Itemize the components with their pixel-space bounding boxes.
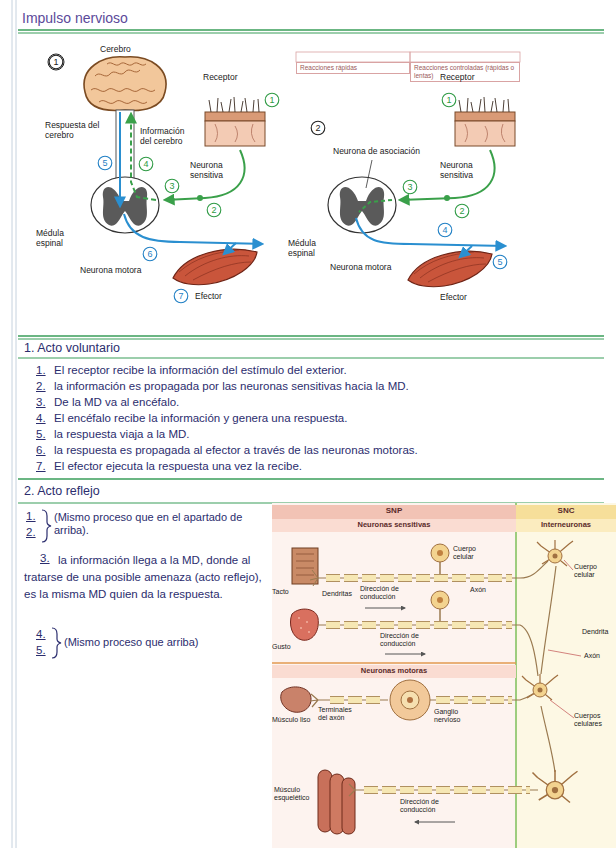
label-text: Dendrita xyxy=(582,628,608,636)
node-text: SNC xyxy=(519,506,613,516)
callout-number: 3 xyxy=(165,179,179,193)
callout-circle xyxy=(455,204,469,218)
callout-number: 1 xyxy=(265,93,279,107)
callout-number: 6 xyxy=(143,247,157,261)
step-number: 6. xyxy=(36,444,46,458)
label-text: De la MD va al encéfalo. xyxy=(54,396,179,410)
page-title: Impulso nervioso xyxy=(22,10,128,27)
step-number: 4. xyxy=(36,412,46,426)
label-text: la información llega a la MD, donde al t… xyxy=(24,552,264,603)
step-number: 5. xyxy=(36,428,46,442)
label-text: Efector xyxy=(440,292,467,302)
table-cell: Reacciones rápidas xyxy=(296,62,410,74)
label-text: Dendritas xyxy=(322,590,352,598)
label-text: la respuesta viaja a la MD. xyxy=(54,428,190,442)
label-text: Neurona motora xyxy=(330,262,391,272)
label-text: Axón xyxy=(584,652,600,660)
label-text: Médula espinal xyxy=(36,228,86,248)
label-text: Dirección de conducción xyxy=(380,632,442,649)
callout-circle xyxy=(49,55,63,69)
callout-circle xyxy=(165,179,179,193)
step-number: 3. xyxy=(36,396,46,410)
group-band: Neuronas motoras xyxy=(272,665,516,678)
label-text: Cuerpo celular xyxy=(574,563,612,580)
callout-number: 2 xyxy=(455,204,469,218)
callout-number: 4 xyxy=(139,157,153,171)
label-text: (Mismo proceso que arriba) xyxy=(64,636,199,649)
group-band: Interneuronas xyxy=(516,519,616,532)
group-band: Neuronas sensitivas xyxy=(272,519,516,532)
label-text: Receptor xyxy=(203,72,238,82)
label-text: Tacto xyxy=(272,588,289,596)
label-text: Terminales del axón xyxy=(318,706,360,723)
step-number: 1. xyxy=(36,364,46,378)
node-text: Neuronas sensitivas xyxy=(275,520,513,529)
label-text: Axón xyxy=(470,586,486,594)
step-number: 1. xyxy=(26,510,36,524)
step-number: 7. xyxy=(36,460,46,474)
node-text: SNP xyxy=(275,506,513,516)
node-text: Interneuronas xyxy=(519,520,613,529)
callout-circle xyxy=(139,157,153,171)
label-text: Información del cerebro xyxy=(140,126,198,146)
callout-circle xyxy=(438,223,452,237)
callout-circle xyxy=(98,156,112,170)
label-text: Médula espinal xyxy=(288,238,338,258)
label-text: Efector xyxy=(195,291,222,301)
label-text: Neurona sensitiva xyxy=(190,160,230,180)
step-number: 2. xyxy=(36,380,46,394)
label-text: Dirección de conducción xyxy=(400,798,462,815)
callout-number: 3 xyxy=(403,180,417,194)
callout-circle xyxy=(174,289,188,303)
callout-circle xyxy=(311,121,325,135)
callout-circle xyxy=(442,93,456,107)
callout-circle xyxy=(143,247,157,261)
callout-number: 2 xyxy=(207,203,221,217)
label-text: El receptor recibe la información del es… xyxy=(54,364,347,378)
label-text: Dirección de conducción xyxy=(360,585,422,602)
label-text: 1. Acto voluntario xyxy=(24,341,120,356)
label-text: Receptor xyxy=(440,72,475,82)
callout-number: 2 xyxy=(311,121,325,135)
header-band: SNP xyxy=(272,505,516,519)
label-text: Neurona de asociación xyxy=(333,146,420,156)
label-text: Gusto xyxy=(272,643,291,651)
step-number: 3. xyxy=(40,552,50,566)
label-text: Músculo liso xyxy=(272,716,312,724)
label-text: Neurona motora xyxy=(80,265,141,275)
label-text: la respuesta es propagada al efector a t… xyxy=(54,444,418,458)
callout-number: 1 xyxy=(49,55,63,69)
label-text: El encéfalo recibe la información y gene… xyxy=(54,412,347,426)
label-text: Cuerpo celular xyxy=(453,545,495,562)
step-number: 4. xyxy=(36,628,46,642)
label-text: El efector ejecuta la respuesta una vez … xyxy=(54,460,302,474)
label-text: Neurona sensitiva xyxy=(440,160,484,180)
label-text: Cerebro xyxy=(100,44,131,54)
callout-number: 7 xyxy=(174,289,188,303)
callout-circle xyxy=(403,180,417,194)
callout-number: 1 xyxy=(442,93,456,107)
callout-number: 4 xyxy=(438,223,452,237)
callout-circle xyxy=(207,203,221,217)
node-text: Reacciones rápidas xyxy=(300,64,406,72)
label-text: Ganglio nervioso xyxy=(434,708,478,725)
node-text: Neuronas motoras xyxy=(275,666,513,675)
callout-number: 5 xyxy=(98,156,112,170)
callout-circle xyxy=(493,255,507,269)
label-text: 2. Acto reflejo xyxy=(24,484,100,499)
label-text: (Mismo proceso que en el apartado de arr… xyxy=(54,511,259,537)
label-text: Cuerpos celulares xyxy=(574,712,612,729)
label-text: la información es propagada por las neur… xyxy=(54,380,409,394)
label-text: Músculo esquelético xyxy=(274,786,316,803)
header-band: SNC xyxy=(516,505,616,519)
step-number: 2. xyxy=(26,526,36,540)
callout-number: 5 xyxy=(493,255,507,269)
callout-circle xyxy=(265,93,279,107)
label-text: Respuesta del cerebro xyxy=(45,120,101,140)
step-number: 5. xyxy=(36,644,46,658)
